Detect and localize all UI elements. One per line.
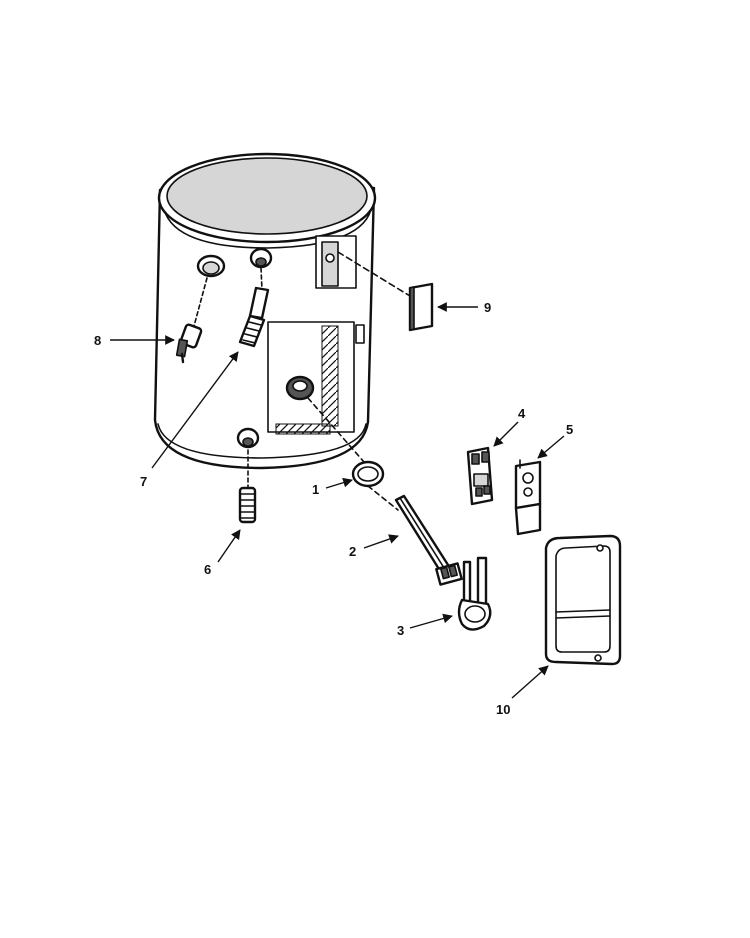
heating-element (367, 485, 463, 586)
callout-9: 9 (484, 300, 491, 315)
callout-4: 4 (518, 406, 526, 421)
relief-valve-fitting (196, 254, 226, 278)
cold-nipple (238, 449, 257, 524)
callout-10: 10 (496, 702, 510, 717)
thermostat-bracket (514, 459, 542, 536)
thermostat-opening (315, 235, 357, 289)
callout-labels: 1 2 3 4 5 6 7 8 9 10 (94, 300, 573, 717)
callout-3: 3 (397, 623, 404, 638)
leader-lines (110, 302, 565, 699)
access-cover (544, 534, 622, 666)
callout-1: 1 (312, 482, 319, 497)
hot-nipple (238, 267, 270, 348)
hot-outlet-fitting (249, 247, 273, 269)
callout-8: 8 (94, 333, 101, 348)
callout-6: 6 (204, 562, 211, 577)
relief-valve (175, 277, 208, 364)
callout-5: 5 (566, 422, 573, 437)
thermostat (466, 446, 494, 506)
thermostat-cover (337, 251, 434, 332)
element-bracket (457, 556, 492, 631)
cold-inlet-fitting (236, 427, 260, 449)
callout-7: 7 (140, 474, 147, 489)
gasket (307, 397, 385, 488)
callout-2: 2 (349, 544, 356, 559)
element-access-opening (267, 321, 355, 435)
